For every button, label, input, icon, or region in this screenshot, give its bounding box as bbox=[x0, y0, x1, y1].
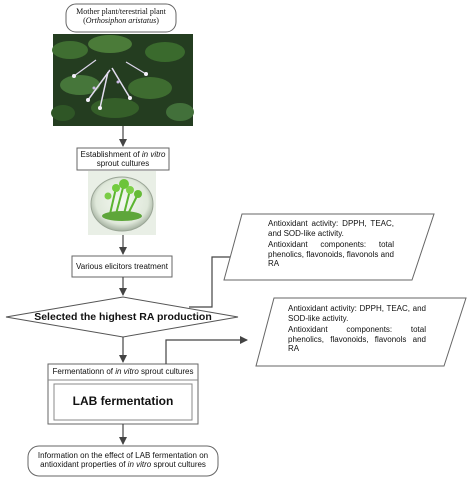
establishment-box bbox=[76, 147, 170, 171]
output-2-activity: Antioxidant activity: DPPH, TEAC, and SO… bbox=[288, 304, 426, 323]
elicitors-label: Various elicitors treatment bbox=[76, 262, 168, 271]
information-box bbox=[27, 445, 219, 477]
establishment-line2: sprout cultures bbox=[96, 159, 150, 169]
arrow-fermentation-to-output-2 bbox=[165, 336, 248, 364]
establishment-italic: in vitro bbox=[141, 150, 166, 159]
plant-photo bbox=[51, 34, 194, 126]
mother-plant-label: Mother plant/terestrial plant (Orthosiph… bbox=[66, 7, 176, 25]
lab-fermentation-inner-box bbox=[53, 383, 193, 421]
output-parallelogram-1 bbox=[223, 213, 435, 281]
mother-plant-line1: Mother plant/terestrial plant bbox=[76, 7, 166, 16]
decision-label: Selected the highest RA production bbox=[34, 311, 212, 323]
output-2-components: Antioxidant components: total phenolics,… bbox=[288, 325, 426, 354]
fermentation-prefix: Fermentationn of bbox=[52, 367, 116, 376]
output-2-text: Antioxidant activity: DPPH, TEAC, and SO… bbox=[288, 304, 426, 356]
output-1-text: Antioxidant activity: DPPH, TEAC, and SO… bbox=[268, 219, 394, 271]
arrow-decision-to-output-1 bbox=[189, 253, 239, 308]
fermentation-label: Fermentationn of in vitro sprout culture… bbox=[48, 367, 198, 376]
decision-diamond bbox=[5, 296, 239, 338]
establishment-prefix: Establishment of bbox=[80, 150, 142, 159]
output-parallelogram-2 bbox=[255, 297, 467, 367]
elicitors-box bbox=[71, 255, 173, 278]
information-line2-prefix: antioxidant properties of bbox=[40, 460, 128, 470]
information-line2-suffix: sprout cultures bbox=[151, 460, 206, 470]
sprout-culture-photo bbox=[88, 171, 156, 235]
fermentation-suffix: sprout cultures bbox=[138, 367, 194, 376]
information-line2-italic: in vitro bbox=[127, 460, 152, 470]
lab-fermentation-label: LAB fermentation bbox=[72, 394, 174, 408]
establishment-label: Establishment of in vitro sprout culture… bbox=[77, 150, 169, 168]
mother-plant-box bbox=[65, 3, 177, 33]
information-label: Information on the effect of LAB ferment… bbox=[28, 451, 218, 469]
information-line1: Information on the effect of LAB ferment… bbox=[37, 451, 209, 460]
fermentation-italic: in vitro bbox=[115, 367, 139, 376]
output-1-activity: Antioxidant activity: DPPH, TEAC, and SO… bbox=[268, 219, 394, 238]
output-1-components: Antioxidant components: total phenolics,… bbox=[268, 240, 394, 269]
mother-plant-species: Orthosiphon aristatus bbox=[85, 16, 157, 26]
